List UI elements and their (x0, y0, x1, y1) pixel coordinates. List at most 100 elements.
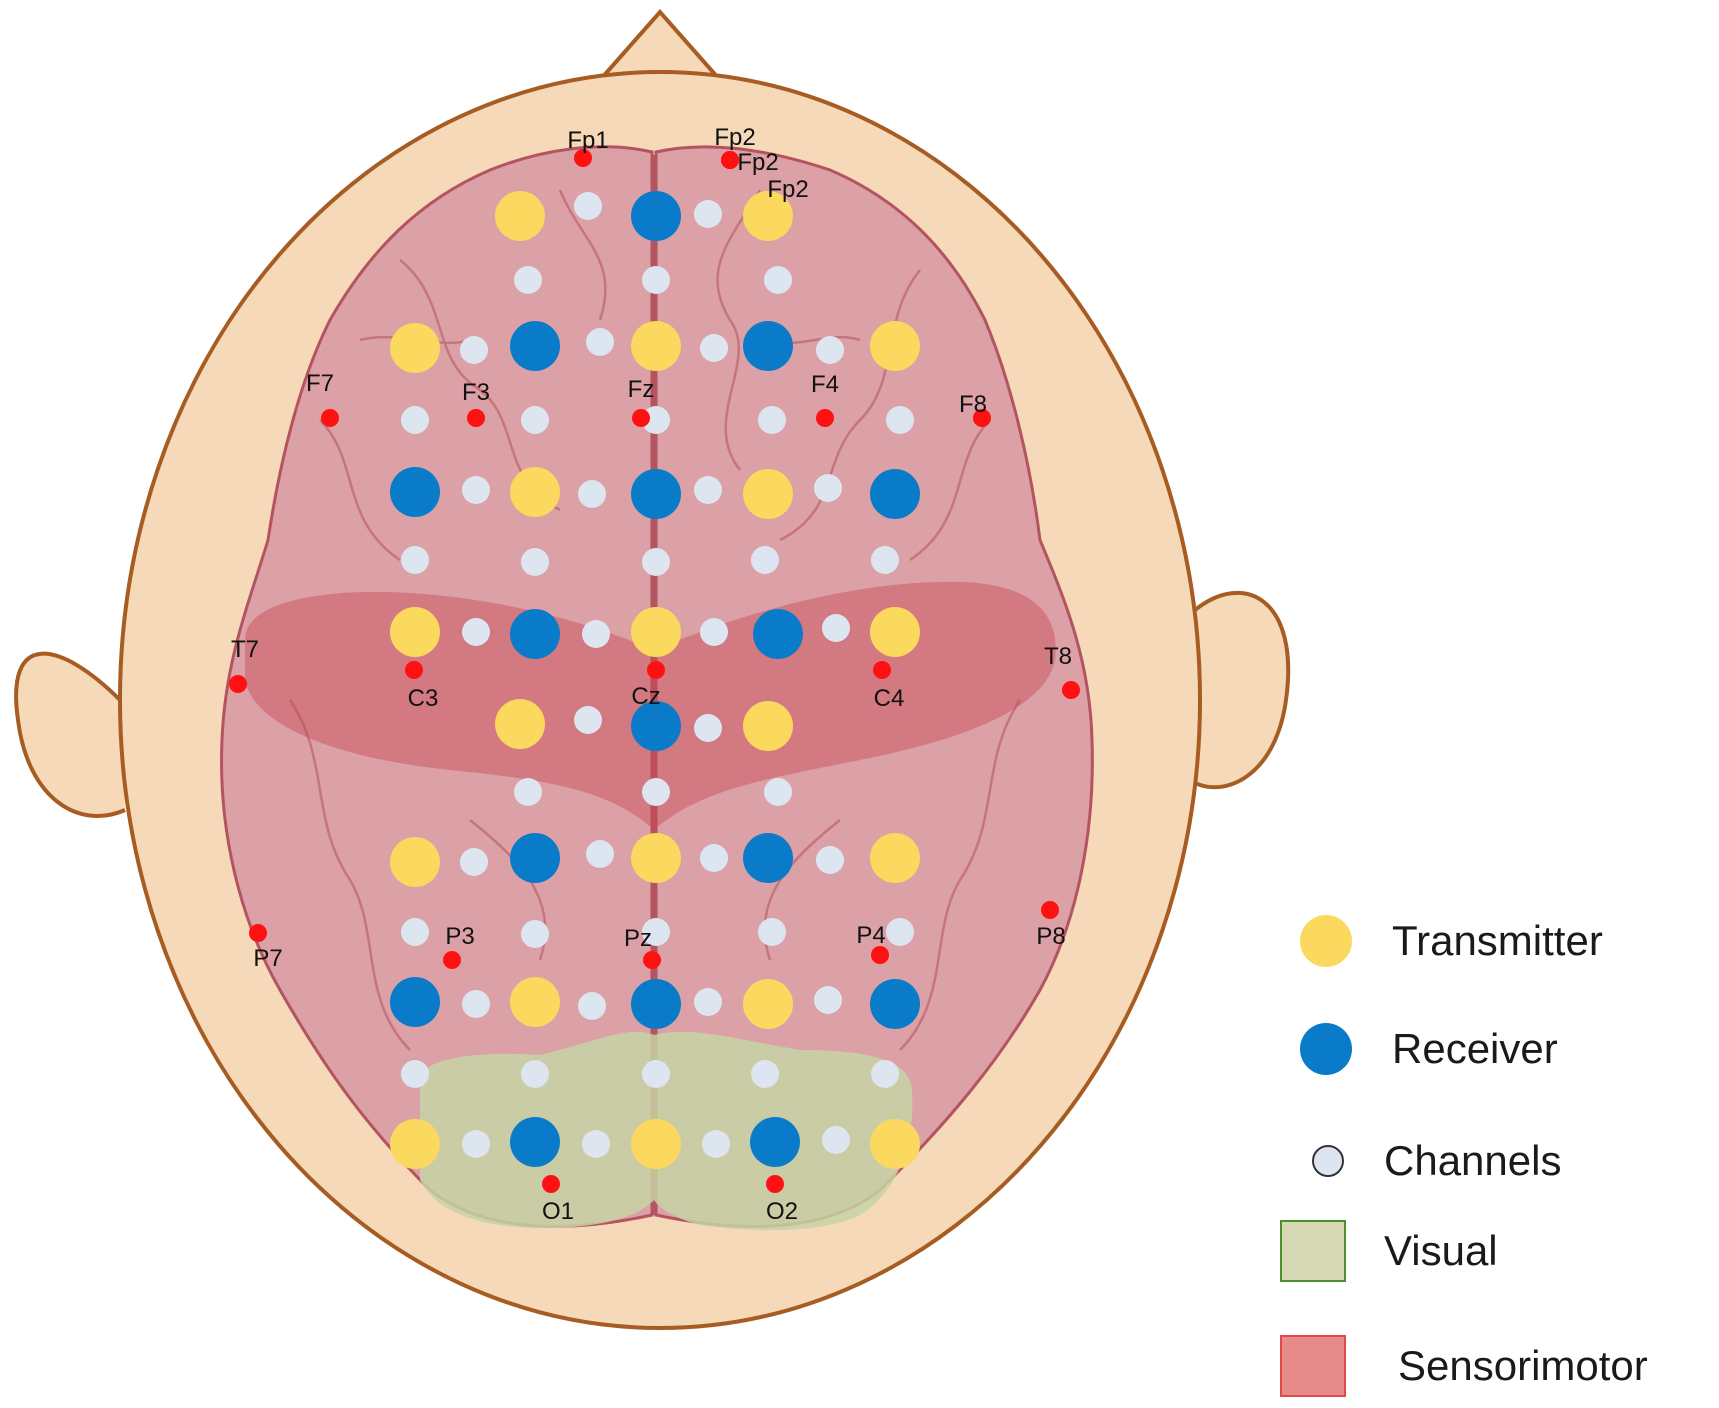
channel-dot (702, 1130, 730, 1158)
channel-dot (751, 1060, 779, 1088)
electrode-dot (443, 951, 461, 969)
channel-dot (822, 1126, 850, 1154)
visual-square-icon (1280, 1220, 1346, 1282)
transmitter-optode (495, 191, 545, 241)
receiver-optode (510, 321, 560, 371)
electrode-label: F8 (959, 391, 987, 418)
receiver-dot-icon (1300, 1023, 1352, 1075)
electrode-dot (229, 675, 247, 693)
receiver-optode (390, 467, 440, 517)
electrode-dot (632, 409, 650, 427)
transmitter-optode (510, 977, 560, 1027)
channel-dot (462, 618, 490, 646)
channel-dot (521, 548, 549, 576)
transmitter-optode (631, 607, 681, 657)
electrode-label: T8 (1044, 643, 1072, 670)
transmitter-dot-icon (1300, 915, 1352, 967)
electrode-label: P7 (253, 945, 282, 972)
electrode-label: O2 (766, 1198, 798, 1225)
transmitter-optode (870, 1119, 920, 1169)
electrode-dot (1041, 901, 1059, 919)
channel-dot (460, 336, 488, 364)
electrode-dot (405, 661, 423, 679)
receiver-optode (631, 979, 681, 1029)
electrode-label: Fp2 (737, 149, 778, 176)
channel-dot-icon (1312, 1145, 1344, 1177)
channel-dot (521, 406, 549, 434)
channel-dot (521, 1060, 549, 1088)
channel-dot (642, 266, 670, 294)
channel-dot (822, 614, 850, 642)
channel-dot (642, 548, 670, 576)
receiver-optode (870, 469, 920, 519)
electrode-dot (721, 151, 739, 169)
channel-dot (462, 990, 490, 1018)
electrode-dot (973, 409, 991, 427)
transmitter-optode (390, 1119, 440, 1169)
transmitter-optode (510, 467, 560, 517)
electrode-label: P3 (445, 923, 474, 950)
legend-item-receiver: Receiver (1300, 1023, 1558, 1075)
channel-dot (578, 992, 606, 1020)
channel-dot (582, 1130, 610, 1158)
channel-dot (694, 714, 722, 742)
electrode-dot (1062, 681, 1080, 699)
receiver-optode (870, 979, 920, 1029)
transmitter-optode (743, 701, 793, 751)
legend-item-transmitter: Transmitter (1300, 915, 1603, 967)
electrode-label: Cz (631, 683, 660, 710)
transmitter-optode (631, 321, 681, 371)
channel-dot (401, 1060, 429, 1088)
legend-item-sensorimotor: Sensorimotor (1280, 1335, 1648, 1397)
receiver-optode (631, 701, 681, 751)
transmitter-optode (743, 979, 793, 1029)
electrode-label: Fp2 (714, 124, 755, 151)
channel-dot (700, 618, 728, 646)
receiver-optode (631, 191, 681, 241)
channel-dot (764, 266, 792, 294)
channel-dot (694, 476, 722, 504)
channel-dot (514, 266, 542, 294)
channel-dot (758, 406, 786, 434)
channel-dot (700, 334, 728, 362)
channel-dot (401, 546, 429, 574)
electrode-dot (647, 661, 665, 679)
channel-dot (886, 406, 914, 434)
electrode-label: Fz (628, 376, 655, 403)
legend-item-channels: Channels (1300, 1137, 1561, 1185)
left-ear (14, 651, 126, 818)
transmitter-optode (631, 833, 681, 883)
channel-dot (694, 200, 722, 228)
electrode-dot (873, 661, 891, 679)
right-ear (1188, 591, 1291, 790)
channel-dot (814, 986, 842, 1014)
legend-label: Visual (1384, 1227, 1498, 1274)
electrode-label: P8 (1036, 923, 1065, 950)
transmitter-optode (870, 321, 920, 371)
legend-item-visual: Visual (1280, 1220, 1498, 1282)
transmitter-optode (631, 1119, 681, 1169)
channel-dot (816, 846, 844, 874)
receiver-optode (753, 609, 803, 659)
electrode-dot (816, 409, 834, 427)
channel-dot (462, 1130, 490, 1158)
legend-label: Channels (1384, 1137, 1562, 1184)
transmitter-optode (495, 699, 545, 749)
channel-dot (642, 406, 670, 434)
receiver-optode (510, 1117, 560, 1167)
electrode-dot (574, 149, 592, 167)
electrode-label: P4 (856, 922, 885, 949)
channel-dot (694, 988, 722, 1016)
electrode-label: Fp1 (567, 127, 608, 154)
transmitter-optode (390, 323, 440, 373)
electrode-dot (766, 1175, 784, 1193)
electrode-dot (249, 924, 267, 942)
electrode-dot (871, 946, 889, 964)
transmitter-optode (390, 607, 440, 657)
channel-dot (764, 778, 792, 806)
electrode-label: F4 (811, 371, 839, 398)
channel-dot (514, 778, 542, 806)
legend-label: Transmitter (1392, 917, 1603, 964)
electrode-label: T7 (231, 636, 259, 663)
